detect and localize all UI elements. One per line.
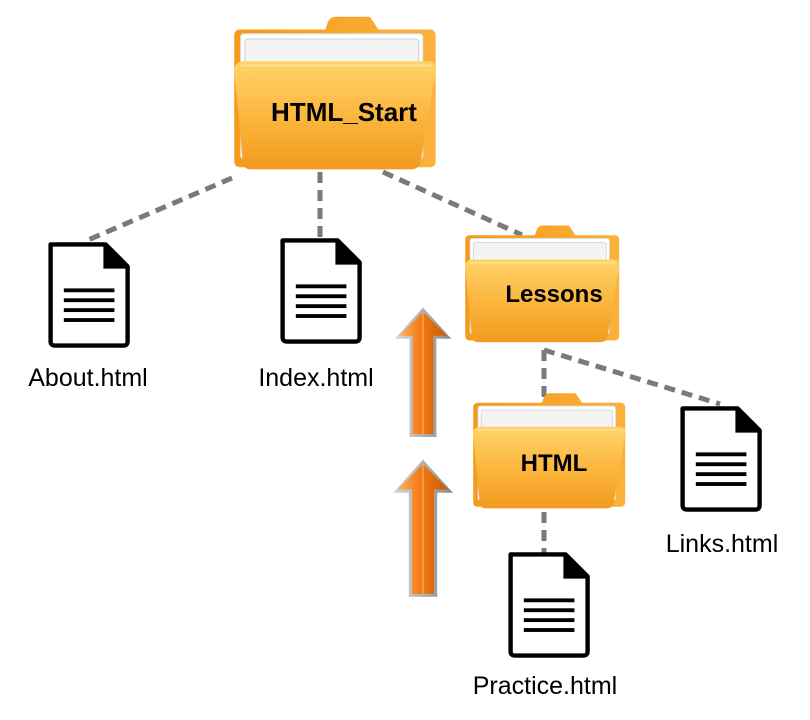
file-practice[interactable]: Practice.html	[473, 552, 617, 700]
document-icon	[51, 242, 130, 345]
folder-html-label: HTML	[521, 450, 588, 477]
folder-root-label: HTML_Start	[271, 97, 417, 127]
file-links-label: Links.html	[666, 530, 779, 558]
folder-icon	[233, 15, 438, 171]
file-about-label: About.html	[28, 364, 148, 392]
folder-root[interactable]: HTML_Start	[233, 15, 438, 171]
connectors	[87, 169, 721, 553]
folder-html[interactable]: HTML	[472, 392, 627, 510]
up-arrows	[391, 306, 455, 598]
document-icon	[683, 406, 762, 509]
file-index-label: Index.html	[258, 364, 373, 392]
file-practice-label: Practice.html	[473, 672, 617, 700]
connector-root-lessons	[381, 169, 524, 238]
connector-root-about	[87, 175, 233, 243]
document-icon	[511, 552, 590, 655]
up-arrow-icon	[393, 306, 453, 439]
file-about[interactable]: About.html	[28, 242, 148, 392]
folder-lessons-label: Lessons	[505, 281, 602, 308]
document-icon	[283, 238, 362, 341]
file-index[interactable]: Index.html	[258, 238, 374, 392]
folder-lessons[interactable]: Lessons	[464, 224, 621, 343]
file-links[interactable]: Links.html	[666, 406, 779, 558]
connector-lessons-links	[543, 347, 721, 407]
up-arrow-icon	[391, 458, 455, 598]
